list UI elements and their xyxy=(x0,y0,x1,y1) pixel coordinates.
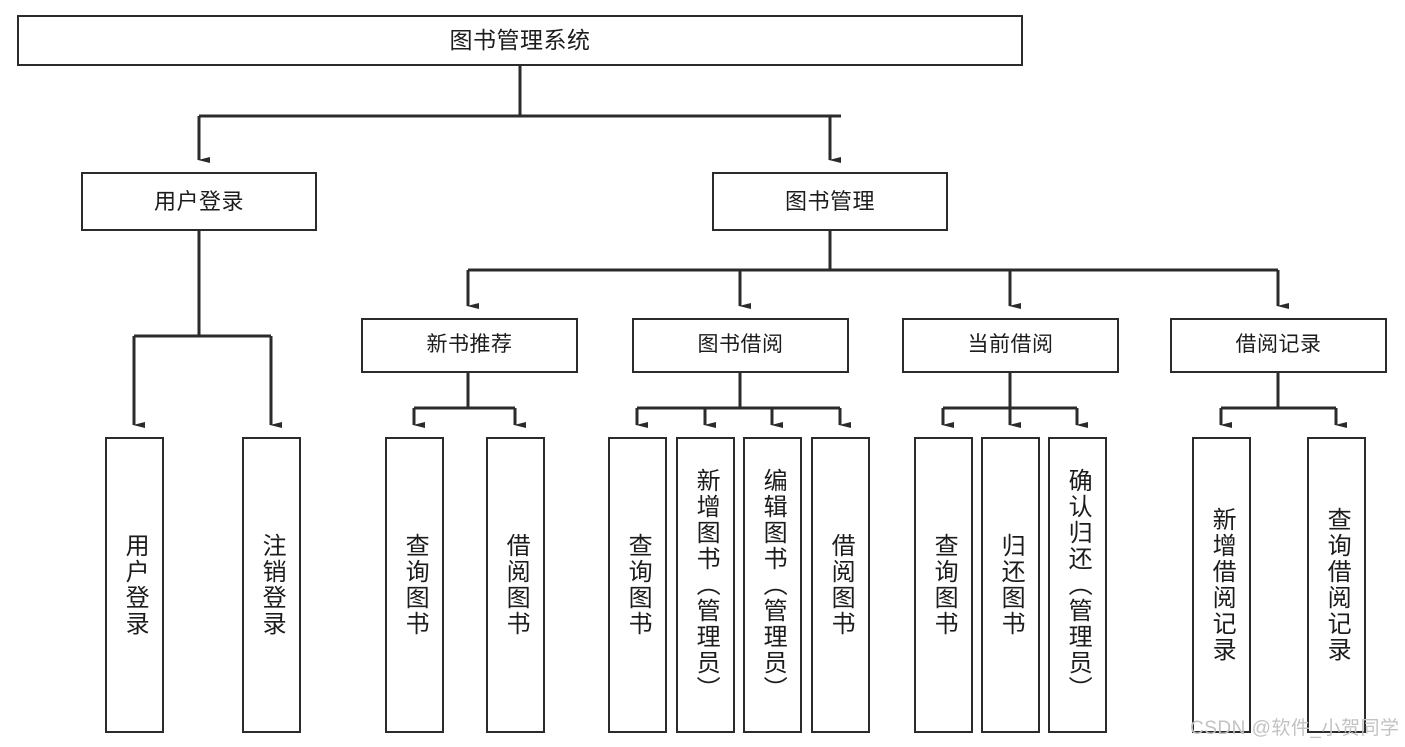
node-current-borrow-label: 当前借阅 xyxy=(967,333,1054,357)
leaf-current-query-book[interactable]: 查询图书 xyxy=(914,437,973,733)
leaf-new-book-borrow-label: 借阅图书 xyxy=(502,533,530,637)
leaf-borrow-edit-book-label: 编辑图书（管理员） xyxy=(759,468,787,702)
leaf-current-query-book-label: 查询图书 xyxy=(930,533,958,637)
leaf-records-add-record[interactable]: 新增借阅记录 xyxy=(1192,437,1251,733)
node-new-book-recommend-label: 新书推荐 xyxy=(426,333,513,357)
node-user-login[interactable]: 用户登录 xyxy=(81,172,317,231)
watermark: CSDN @软件_小贺同学 xyxy=(1190,718,1400,739)
node-new-book-recommend[interactable]: 新书推荐 xyxy=(361,318,578,373)
leaf-user-login-login[interactable]: 用户登录 xyxy=(105,437,164,733)
node-root[interactable]: 图书管理系统 xyxy=(17,15,1023,66)
leaf-borrow-borrow-book[interactable]: 借阅图书 xyxy=(811,437,870,733)
node-current-borrow[interactable]: 当前借阅 xyxy=(902,318,1119,373)
leaf-borrow-add-book[interactable]: 新增图书（管理员） xyxy=(676,437,735,733)
leaf-current-confirm-return-label: 确认归还（管理员） xyxy=(1064,468,1092,702)
leaf-records-query-record-label: 查询借阅记录 xyxy=(1323,507,1351,663)
leaf-current-confirm-return[interactable]: 确认归还（管理员） xyxy=(1048,437,1107,733)
node-book-management-label: 图书管理 xyxy=(784,188,875,214)
leaf-new-book-borrow[interactable]: 借阅图书 xyxy=(486,437,545,733)
leaf-borrow-query-book[interactable]: 查询图书 xyxy=(608,437,667,733)
leaf-user-login-login-label: 用户登录 xyxy=(121,533,149,637)
node-book-borrow[interactable]: 图书借阅 xyxy=(632,318,849,373)
leaf-borrow-add-book-label: 新增图书（管理员） xyxy=(692,468,720,702)
node-borrow-records[interactable]: 借阅记录 xyxy=(1170,318,1387,373)
node-book-management[interactable]: 图书管理 xyxy=(712,172,948,231)
leaf-current-return-book[interactable]: 归还图书 xyxy=(981,437,1040,733)
leaf-borrow-borrow-book-label: 借阅图书 xyxy=(827,533,855,637)
node-root-label: 图书管理系统 xyxy=(449,26,591,53)
leaf-new-book-query-label: 查询图书 xyxy=(401,533,429,637)
leaf-new-book-query[interactable]: 查询图书 xyxy=(385,437,444,733)
node-user-login-label: 用户登录 xyxy=(153,188,244,214)
leaf-borrow-query-book-label: 查询图书 xyxy=(624,533,652,637)
node-book-borrow-label: 图书借阅 xyxy=(697,333,784,357)
leaf-user-login-logout[interactable]: 注销登录 xyxy=(242,437,301,733)
leaf-current-return-book-label: 归还图书 xyxy=(997,533,1025,637)
leaf-records-add-record-label: 新增借阅记录 xyxy=(1208,507,1236,663)
leaf-records-query-record[interactable]: 查询借阅记录 xyxy=(1307,437,1366,733)
node-borrow-records-label: 借阅记录 xyxy=(1235,333,1322,357)
leaf-user-login-logout-label: 注销登录 xyxy=(258,533,286,637)
leaf-borrow-edit-book[interactable]: 编辑图书（管理员） xyxy=(743,437,802,733)
